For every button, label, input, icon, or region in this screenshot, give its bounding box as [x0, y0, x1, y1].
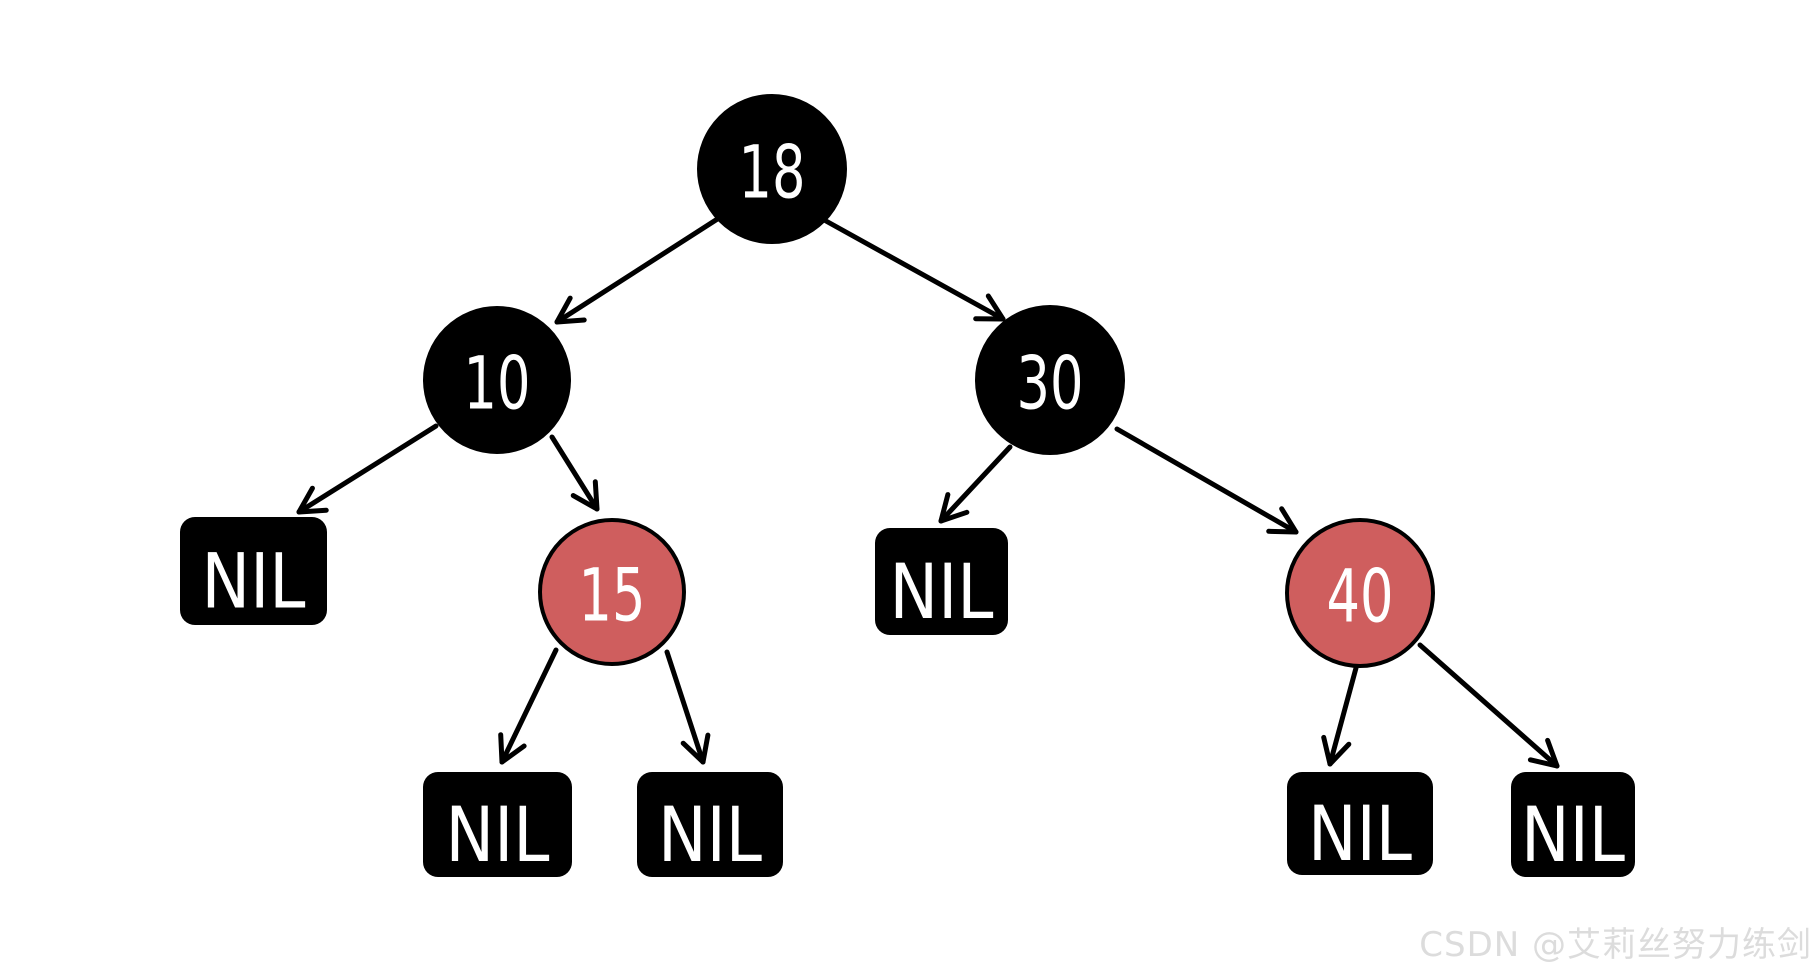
- arrowhead-icon: [498, 732, 527, 765]
- node-label: 15: [579, 554, 646, 639]
- edge-n30-nil2: [938, 444, 1013, 524]
- nil-leaf: NIL: [180, 517, 327, 626]
- edge-n40-nil5: [1321, 665, 1359, 767]
- red-node-circle: [1285, 518, 1435, 668]
- nil-box: [637, 772, 783, 877]
- black-node-circle: [697, 94, 847, 244]
- edge-n10-nil1: [296, 423, 439, 515]
- node-label: 40: [1327, 555, 1394, 640]
- node-label: 18: [739, 131, 806, 216]
- edge-line: [549, 434, 600, 512]
- arrowhead-icon: [680, 732, 711, 765]
- nil-leaf: NIL: [1287, 772, 1433, 878]
- nil-leaf: NIL: [1511, 772, 1635, 879]
- watermark: CSDN @艾莉丝努力练剑: [1419, 925, 1812, 965]
- arrowhead-icon: [1527, 737, 1560, 769]
- edge-line: [1417, 642, 1560, 769]
- node-label: NIL: [446, 790, 550, 879]
- node-label: NIL: [202, 537, 306, 626]
- tree-node-15: 15: [538, 518, 686, 666]
- edge-line: [554, 215, 722, 325]
- node-label: NIL: [658, 790, 762, 879]
- edge-n15-nil3: [498, 647, 559, 765]
- edge-line: [664, 649, 706, 765]
- edge-line: [1114, 426, 1299, 535]
- edge-n40-nil6: [1417, 642, 1560, 769]
- node-label: NIL: [890, 547, 994, 636]
- black-node-circle: [423, 306, 571, 454]
- nil-box: [875, 528, 1008, 635]
- red-node-circle: [538, 518, 686, 666]
- edge-line: [296, 423, 439, 515]
- arrowhead-icon: [1321, 734, 1352, 767]
- tree-node-10: 10: [423, 306, 571, 454]
- tree-node-30: 30: [975, 305, 1125, 455]
- nil-box: [180, 517, 327, 625]
- nil-box: [1511, 772, 1635, 877]
- arrowhead-icon: [938, 492, 970, 524]
- black-node-circle: [975, 305, 1125, 455]
- edge-line: [499, 647, 559, 765]
- nil-leaf: NIL: [423, 772, 572, 879]
- edge-n30-n40: [1114, 426, 1299, 535]
- node-label: NIL: [1308, 789, 1412, 878]
- nil-box: [1287, 772, 1433, 875]
- edge-line: [1327, 665, 1359, 767]
- edge-n18-n30: [823, 218, 1006, 322]
- edge-line: [823, 218, 1006, 322]
- arrowhead-icon: [554, 295, 587, 325]
- tree-node-18: 18: [697, 94, 847, 244]
- edge-n15-nil4: [664, 649, 711, 765]
- arrowhead-icon: [973, 293, 1006, 322]
- node-label: 10: [464, 342, 531, 427]
- edge-n18-n10: [554, 215, 722, 325]
- arrowhead-icon: [570, 479, 600, 512]
- edge-n10-n15: [549, 434, 600, 512]
- node-label: NIL: [1521, 790, 1625, 879]
- nil-leaf: NIL: [637, 772, 783, 879]
- arrowhead-icon: [1266, 506, 1299, 535]
- tree-node-40: 40: [1285, 518, 1435, 668]
- edge-line: [938, 444, 1013, 524]
- nil-leaf: NIL: [875, 528, 1008, 636]
- arrowhead-icon: [296, 485, 329, 515]
- nil-box: [423, 772, 572, 877]
- node-label: 30: [1017, 342, 1084, 427]
